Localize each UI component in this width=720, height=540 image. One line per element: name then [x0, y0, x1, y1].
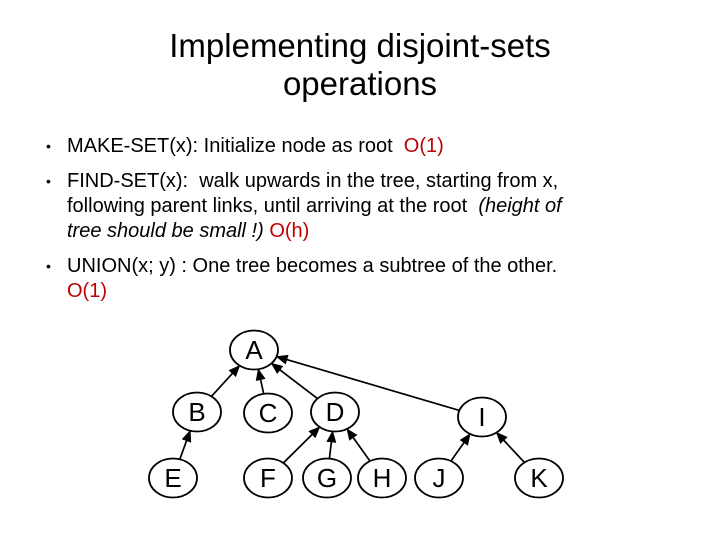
tree-edge-H-D [346, 428, 371, 462]
tree-node-E [148, 457, 198, 499]
bullet-marker-icon: • [46, 173, 51, 189]
bullet-segment-red: O(1) [403, 135, 444, 157]
bullet-marker-icon: • [46, 138, 51, 154]
tree-node-label-G: G [317, 463, 337, 493]
tree-edge-I-A [275, 354, 460, 412]
bullet-item-3: • UNION(x; y) : One tree becomes a subtre… [46, 254, 698, 304]
tree-node-label-B: B [188, 397, 205, 427]
tree-edge-G-D [326, 430, 337, 459]
tree-node-label-D: D [326, 397, 345, 427]
slide-title-line-2: operations [282, 65, 438, 102]
slide-title-line-1: Implementing disjoint-sets [169, 27, 551, 64]
tree-node-F [243, 457, 293, 499]
bullet-segment-red: O(1) [67, 280, 107, 302]
tree-edge-K-I [495, 431, 526, 464]
tree-edge-C-A [255, 368, 266, 394]
tree-edge-D-A [270, 362, 319, 400]
tree-node-label-A: A [245, 335, 263, 365]
bullet-list: • MAKE-SET(x): Initialize node as root O(… [46, 134, 698, 314]
tree-node-H [357, 457, 407, 499]
tree-edge-E-B [179, 429, 192, 460]
bullet-text: UNION(x; y) : One tree becomes a subtree… [67, 254, 557, 304]
slide-title: Implementing disjoint-sets operations [0, 27, 720, 103]
tree-node-label-F: F [260, 463, 276, 493]
bullet-text: MAKE-SET(x): Initialize node as root O(1… [67, 134, 444, 159]
bullet-segment-italic: (height of [478, 195, 562, 217]
tree-node-label-J: J [433, 463, 446, 493]
bullet-segment-normal: following parent links, until arriving a… [67, 195, 479, 217]
tree-node-A [229, 329, 279, 371]
bullet-segment-normal: UNION(x; y) : One tree becomes a subtree… [67, 255, 558, 277]
tree-edges [179, 354, 526, 464]
tree-node-label-I: I [478, 402, 485, 432]
tree-node-G [302, 457, 352, 499]
tree-node-D [310, 391, 360, 433]
tree-edge-J-I [450, 433, 471, 462]
tree-edge-F-D [282, 426, 321, 464]
bullet-text: FIND-SET(x): walk upwards in the tree, s… [67, 169, 562, 244]
tree-node-J [414, 457, 464, 499]
bullet-segment-italic: tree should be small !) [67, 220, 264, 242]
tree-node-C [243, 392, 293, 434]
tree-node-label-H: H [373, 463, 392, 493]
bullet-segment-normal: FIND-SET(x): walk upwards in the tree, s… [67, 170, 559, 192]
tree-node-label-C: C [259, 398, 278, 428]
bullet-item-1: • MAKE-SET(x): Initialize node as root O(… [46, 134, 698, 159]
bullet-item-2: • FIND-SET(x): walk upwards in the tree, … [46, 169, 698, 244]
tree-node-K [514, 457, 564, 499]
tree-node-B [172, 391, 222, 433]
tree-node-I [457, 396, 507, 438]
bullet-segment-red: O(h) [269, 220, 310, 242]
tree-edge-B-A [210, 364, 241, 397]
bullet-marker-icon: • [46, 258, 51, 274]
tree-node-label-E: E [164, 463, 181, 493]
bullet-segment-normal: MAKE-SET(x): Initialize node as root [67, 135, 404, 157]
tree-nodes: A B C D I E F G H J K [148, 329, 564, 499]
tree-node-label-K: K [530, 463, 548, 493]
